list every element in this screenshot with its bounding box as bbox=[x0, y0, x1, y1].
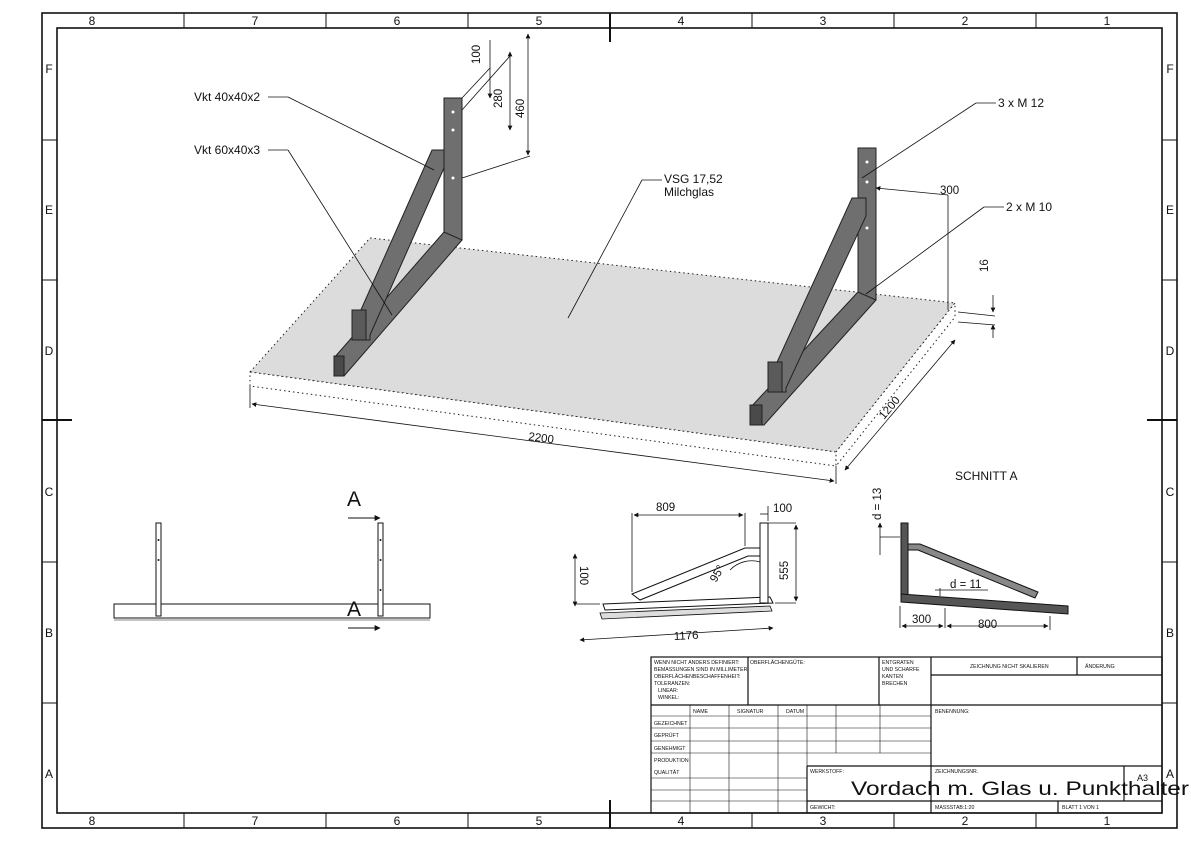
tb-change: ÄNDERUNG bbox=[1085, 663, 1115, 670]
section-marker-top: A bbox=[347, 488, 361, 511]
zone-col-6-top: 6 bbox=[394, 14, 401, 28]
zone-col-1-bottom: 1 bbox=[1104, 814, 1111, 828]
tb-designation-label: BENENNUNG: bbox=[935, 709, 970, 715]
zone-col-1-top: 1 bbox=[1104, 14, 1111, 28]
dim-100-iso: 100 bbox=[471, 45, 483, 64]
tb-note-line-3: OBERFLÄCHENBESCHAFFENHEIT: bbox=[654, 673, 740, 680]
dim-d11: d = 11 bbox=[950, 579, 981, 591]
right-bracket bbox=[749, 147, 877, 426]
zone-col-6-bottom: 6 bbox=[394, 814, 401, 828]
dim-800-section: 800 bbox=[978, 619, 997, 631]
section-view: SCHNITT A d = 13 d = 11 300 800 bbox=[872, 469, 1069, 631]
zone-row-A-left: A bbox=[45, 767, 53, 781]
zone-row-B-right: B bbox=[1166, 626, 1174, 640]
tb-note-line-5: LINEAR: bbox=[658, 688, 678, 694]
zone-ticks bbox=[42, 13, 1177, 828]
tb-note-line-1: WENN NICHT ANDERS DEFINIERT: bbox=[654, 660, 739, 666]
dim-16: 16 bbox=[979, 259, 991, 272]
tb-scale: MASSSTAB:1:20 bbox=[935, 805, 975, 811]
callout-glass-type: Milchglas bbox=[664, 185, 714, 199]
tb-row-approved: GENEHMIGT bbox=[654, 746, 686, 752]
side-view: 809 100 555 100 95° 1176 bbox=[572, 502, 799, 643]
zone-row-D-left: D bbox=[45, 344, 54, 358]
tb-paper-size: A3 bbox=[1137, 773, 1148, 783]
section-marker-bottom: A bbox=[347, 598, 361, 621]
zone-row-F-right: F bbox=[1166, 62, 1173, 76]
callout-vkt-60x40x3: Vkt 60x40x3 bbox=[194, 143, 260, 157]
tb-surface: OBERFLÄCHENGÜTE: bbox=[750, 659, 805, 666]
tb-row-quality: QUALITÄT bbox=[654, 769, 680, 776]
tb-note-line-2: BEMASSUNGEN SIND IN MILLIMETER bbox=[654, 667, 748, 673]
tb-col-date: DATUM bbox=[786, 709, 804, 715]
tb-deburr-1: ENTGRATEN bbox=[882, 660, 914, 666]
tb-deburr-4: BRECHEN bbox=[882, 681, 908, 687]
tb-no-scale: ZEICHNUNG NICHT SKALIEREN bbox=[970, 664, 1049, 670]
zone-col-4-bottom: 4 bbox=[678, 814, 685, 828]
isometric-view: 100 280 460 2200 1200 300 16 Vkt 40x40x2… bbox=[194, 33, 1052, 484]
left-bracket bbox=[333, 97, 463, 377]
zone-row-E-left: E bbox=[45, 203, 53, 217]
zone-col-2-top: 2 bbox=[962, 14, 969, 28]
tb-note-line-6: WINKEL: bbox=[658, 695, 679, 701]
tb-drawing-no-label: ZEICHNUNGSNR. bbox=[935, 769, 978, 775]
tb-deburr-3: KANTEN bbox=[882, 674, 903, 680]
tb-drawing-title: Vordach m. Glas u. Punkthalter bbox=[851, 778, 1190, 800]
callout-glass-spec: VSG 17,52 bbox=[664, 172, 723, 186]
zone-row-D-right: D bbox=[1166, 344, 1175, 358]
dim-300-section: 300 bbox=[912, 614, 931, 626]
dim-100-side-top: 100 bbox=[773, 503, 792, 515]
tb-weight-label: GEWICHT: bbox=[810, 805, 835, 811]
tb-row-checked: GEPRÜFT bbox=[654, 732, 680, 739]
zone-row-C-left: C bbox=[45, 485, 54, 499]
zone-row-C-right: C bbox=[1166, 485, 1175, 499]
zone-row-B-left: B bbox=[45, 626, 53, 640]
zone-row-A-right: A bbox=[1166, 767, 1174, 781]
zone-col-2-bottom: 2 bbox=[962, 814, 969, 828]
dim-809: 809 bbox=[656, 502, 675, 514]
zone-col-3-top: 3 bbox=[820, 14, 827, 28]
zone-col-4-top: 4 bbox=[678, 14, 685, 28]
zone-col-5-bottom: 5 bbox=[536, 814, 543, 828]
zone-col-3-bottom: 3 bbox=[820, 814, 827, 828]
dim-100-side-left: 100 bbox=[577, 566, 589, 585]
tb-col-name: NAME bbox=[693, 709, 709, 715]
dim-2200: 2200 bbox=[528, 431, 555, 446]
tb-sheet: BLATT 1 VON 1 bbox=[1062, 805, 1099, 811]
zone-col-5-top: 5 bbox=[536, 14, 543, 28]
dim-300-iso: 300 bbox=[940, 185, 959, 197]
dim-280-iso: 280 bbox=[493, 89, 505, 108]
callout-vkt-40x40x2: Vkt 40x40x2 bbox=[194, 90, 260, 104]
zone-col-8-bottom: 8 bbox=[89, 814, 96, 828]
title-block: WENN NICHT ANDERS DEFINIERT: BEMASSUNGEN… bbox=[650, 656, 1190, 814]
callout-m10: 2 x M 10 bbox=[1006, 200, 1052, 214]
tb-deburr-2: UND SCHARFE bbox=[882, 667, 920, 673]
tb-row-production: PRODUKTION bbox=[654, 758, 689, 764]
tb-col-signature: SIGNATUR bbox=[737, 709, 764, 715]
zone-col-8-top: 8 bbox=[89, 14, 96, 28]
zone-row-E-right: E bbox=[1166, 203, 1174, 217]
section-title: SCHNITT A bbox=[955, 469, 1017, 483]
tb-material-label: WERKSTOFF: bbox=[810, 769, 844, 775]
front-view: A A bbox=[113, 488, 431, 631]
tb-note-line-4: TOLERANZEN: bbox=[654, 681, 690, 687]
zone-row-F-left: F bbox=[45, 62, 52, 76]
dim-460-iso: 460 bbox=[515, 99, 527, 118]
dim-1176: 1176 bbox=[674, 630, 699, 643]
tb-row-drawn: GEZEICHNET bbox=[654, 721, 688, 727]
dim-555: 555 bbox=[779, 561, 791, 580]
callout-m12: 3 x M 12 bbox=[998, 96, 1044, 110]
dim-d13: d = 13 bbox=[872, 488, 884, 520]
zone-col-7-bottom: 7 bbox=[252, 814, 259, 828]
zone-col-7-top: 7 bbox=[252, 14, 259, 28]
